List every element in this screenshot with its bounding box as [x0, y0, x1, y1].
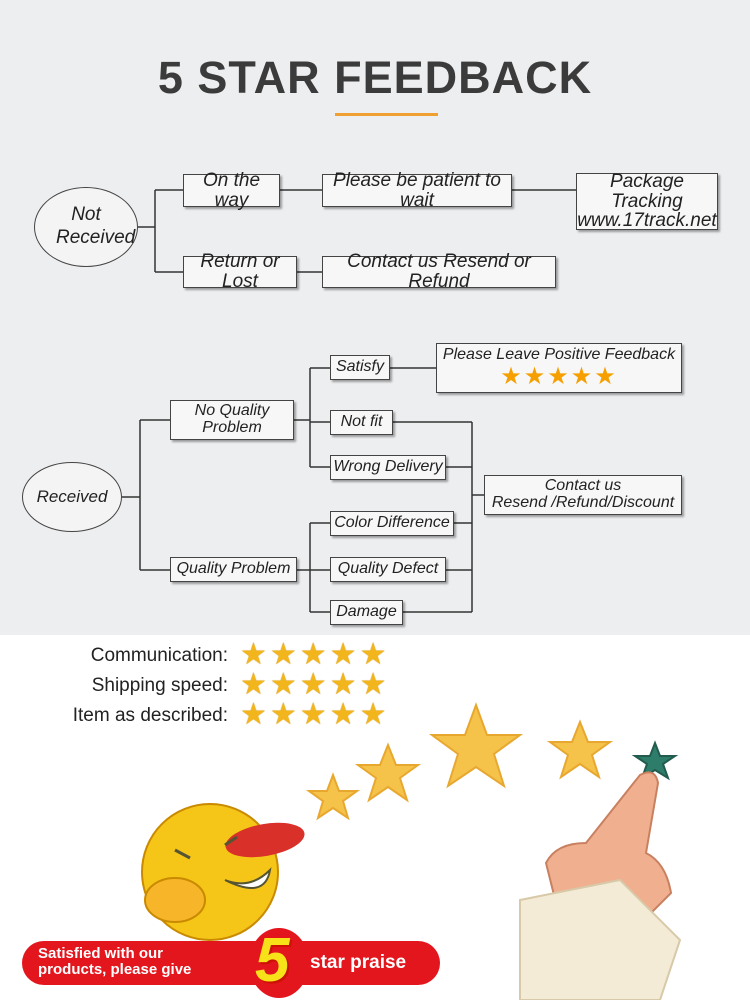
return-lost-node: Return or Lost: [183, 252, 297, 291]
rating-label: Item as described:: [72, 705, 228, 726]
banner-circle: [249, 928, 309, 998]
banner-text: Satisfied with our products, please give: [38, 946, 191, 978]
rating-stars: ★★★★★: [240, 698, 390, 731]
quality-problem-node: Quality Problem: [170, 557, 297, 582]
node-label: No Quality Problem: [194, 402, 270, 436]
banner-five: 5: [255, 926, 290, 995]
big-stars-icon: [305, 702, 679, 821]
pointing-hand-icon: [519, 771, 682, 1000]
node-label: Not Received: [56, 204, 136, 248]
contact-refund-node: Contact us Resend or Refund: [322, 252, 556, 291]
positive-feedback-label: Please Leave Positive Feedback: [442, 346, 676, 363]
page-title: 5 STAR FEEDBACK: [157, 52, 593, 103]
package-tracking-node: Package Tracking www.17track.net: [576, 170, 718, 232]
praise-banner: [22, 941, 440, 985]
color-difference-node: Color Difference: [330, 511, 454, 536]
connector-lines: [122, 189, 576, 613]
not-received-node: Not Received: [34, 187, 138, 267]
rating-stars: ★★★★★: [240, 668, 390, 701]
satisfy-node: Satisfy: [330, 355, 390, 380]
wrong-delivery-node: Wrong Delivery: [330, 455, 446, 480]
rating-stars: ★★★★★: [240, 638, 390, 671]
damage-node: Damage: [330, 600, 403, 625]
quality-defect-node: Quality Defect: [330, 557, 446, 582]
contact-discount-node: Contact us Resend /Refund/Discount: [484, 475, 682, 515]
rating-label: Communication:: [90, 645, 228, 666]
contact-options: Resend /Refund/Discount: [491, 494, 675, 511]
banner-suffix: star praise: [310, 952, 407, 973]
patient-node: Please be patient to wait: [322, 170, 512, 210]
title-underline: [335, 113, 438, 116]
tracking-label: Package Tracking: [610, 170, 684, 212]
on-the-way-node: On the way: [183, 170, 280, 210]
contact-label: Contact us: [544, 477, 622, 495]
emoji-face-icon: [141, 803, 305, 941]
tracking-link[interactable]: www.17track.net: [577, 210, 717, 232]
five-stars: ★★★★★: [500, 362, 618, 390]
received-node: Received: [22, 462, 122, 532]
not-fit-node: Not fit: [330, 410, 393, 435]
banner-line: products, please give: [38, 961, 192, 978]
positive-feedback-node: Please Leave Positive Feedback ★★★★★: [436, 343, 682, 393]
banner-line: Satisfied with our: [38, 945, 164, 962]
rating-label: Shipping speed:: [91, 675, 228, 696]
no-quality-problem-node: No Quality Problem: [170, 400, 294, 440]
